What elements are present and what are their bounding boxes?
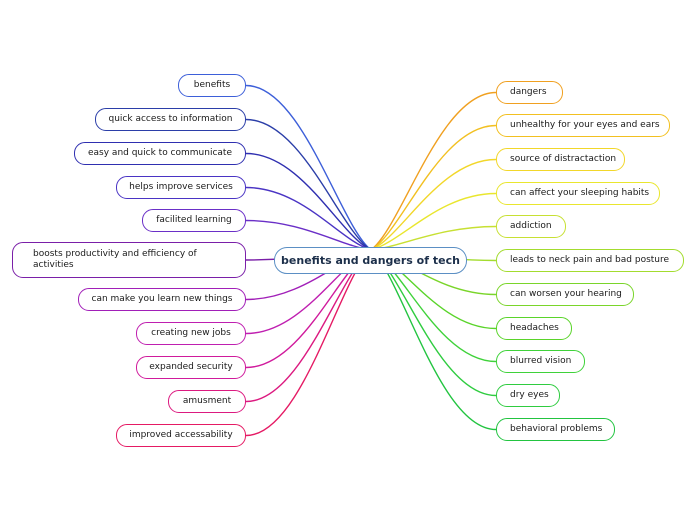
left-branch-node[interactable]: helps improve services [116,176,246,199]
right-branch-node[interactable]: unhealthy for your eyes and ears [496,114,670,137]
right-branch-node[interactable]: blurred vision [496,350,585,373]
right-connector-2 [370,158,497,251]
left-branch-node[interactable]: can make you learn new things [78,288,246,311]
right-branch-node[interactable]: source of distractaction [496,148,625,171]
left-branch-node[interactable]: boosts productivity and efficiency of ac… [12,242,246,278]
right-branch-node[interactable]: behavioral problems [496,418,615,441]
left-connector-10 [245,249,372,437]
left-branch-node[interactable]: quick access to information [95,108,246,131]
central-topic[interactable]: benefits and dangers of tech [274,247,467,274]
right-branch-node[interactable]: dry eyes [496,384,560,407]
right-connector-10 [370,249,497,431]
right-connector-0 [370,91,497,251]
left-branch-node[interactable]: amusment [168,390,246,413]
right-branch-node[interactable]: leads to neck pain and bad posture [496,249,684,272]
left-branch-node[interactable]: facilited learning [142,209,246,232]
left-branch-node[interactable]: benefits [178,74,246,97]
left-connector-2 [245,152,372,251]
right-branch-node[interactable]: dangers [496,81,563,104]
left-connector-0 [245,84,372,251]
left-branch-node[interactable]: improved accessability [116,424,246,447]
right-branch-node[interactable]: addiction [496,215,566,238]
left-connector-3 [245,186,372,251]
right-connector-1 [370,124,497,251]
right-branch-node[interactable]: can worsen your hearing [496,283,634,306]
left-branch-node[interactable]: creating new jobs [136,322,246,345]
left-branch-node[interactable]: easy and quick to communicate [74,142,246,165]
right-connector-3 [370,192,497,251]
left-branch-node[interactable]: expanded security [136,356,246,379]
left-connector-1 [245,118,372,251]
right-branch-node[interactable]: can affect your sleeping habits [496,182,660,205]
right-branch-node[interactable]: headaches [496,317,572,340]
